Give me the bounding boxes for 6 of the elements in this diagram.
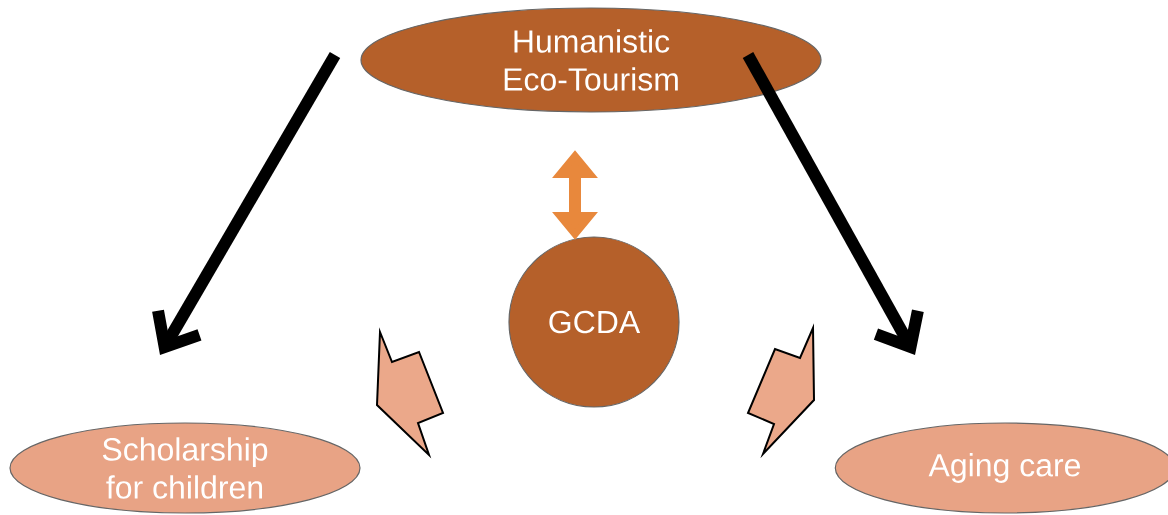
- ellipse-node: Scholarship for children: [9, 422, 361, 514]
- arrow: [152, 51, 341, 355]
- ellipse-node: Humanistic Eco-Tourism: [360, 7, 822, 113]
- circle-node: GCDA: [508, 236, 680, 408]
- ellipse-node: Aging care: [834, 422, 1168, 514]
- arrow: [742, 52, 924, 355]
